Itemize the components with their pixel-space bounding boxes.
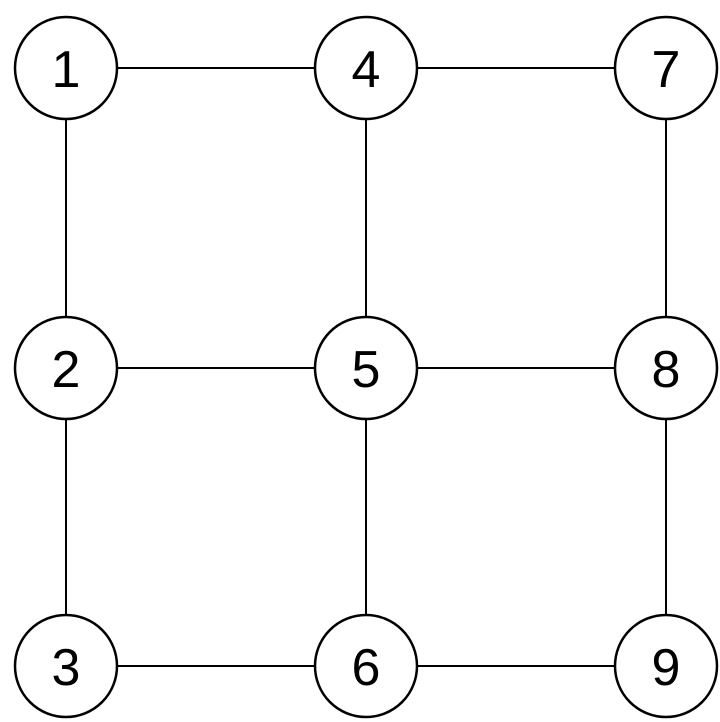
nodes-layer: 1 2 3 4 5 6 7 8 9 bbox=[13, 15, 719, 719]
node-6: 6 bbox=[313, 613, 419, 719]
node-circle bbox=[13, 315, 119, 421]
node-4: 4 bbox=[313, 15, 419, 121]
node-circle bbox=[313, 613, 419, 719]
node-circle bbox=[313, 15, 419, 121]
node-2: 2 bbox=[13, 315, 119, 421]
node-label: 1 bbox=[52, 41, 81, 99]
node-circle bbox=[13, 613, 119, 719]
node-circle bbox=[313, 315, 419, 421]
node-label: 6 bbox=[352, 639, 381, 697]
node-label: 2 bbox=[52, 341, 81, 399]
node-1: 1 bbox=[13, 15, 119, 121]
node-3: 3 bbox=[13, 613, 119, 719]
node-label: 9 bbox=[652, 639, 681, 697]
node-circle bbox=[613, 315, 719, 421]
node-label: 5 bbox=[352, 341, 381, 399]
node-label: 8 bbox=[652, 341, 681, 399]
node-8: 8 bbox=[613, 315, 719, 421]
node-7: 7 bbox=[613, 15, 719, 121]
node-label: 4 bbox=[352, 41, 381, 99]
node-label: 3 bbox=[52, 639, 81, 697]
node-label: 7 bbox=[652, 41, 681, 99]
node-9: 9 bbox=[613, 613, 719, 719]
node-circle bbox=[13, 15, 119, 121]
node-5: 5 bbox=[313, 315, 419, 421]
node-circle bbox=[613, 613, 719, 719]
node-circle bbox=[613, 15, 719, 121]
